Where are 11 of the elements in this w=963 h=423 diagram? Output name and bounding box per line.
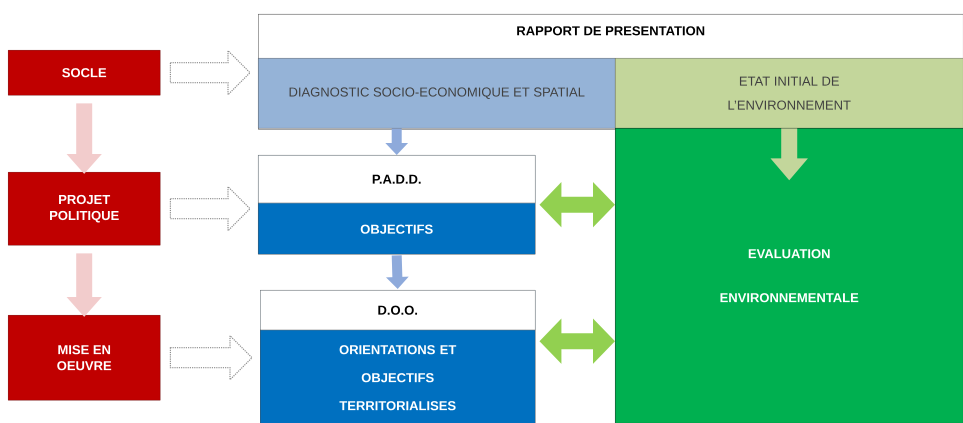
section-box: ETAT INITIAL DE L’ENVIRONNEMENT bbox=[615, 58, 963, 128]
evaluation-box: EVALUATION ENVIRONNEMENTALE bbox=[615, 128, 963, 423]
hollow-arrow bbox=[170, 49, 251, 96]
step-box: PROJET POLITIQUE bbox=[8, 172, 160, 246]
document-box: P.A.D.D. OBJECTIFS bbox=[258, 155, 536, 254]
hollow-arrow bbox=[170, 334, 253, 382]
step-box: SOCLE bbox=[8, 50, 160, 96]
section-box: DIAGNOSTIC SOCIO-ECONOMIQUE ET SPATIAL bbox=[258, 58, 616, 128]
hollow-arrow bbox=[170, 185, 251, 232]
document-box: D.O.O. ORIENTATIONS ET OBJECTIFS TERRITORIALISES bbox=[260, 290, 536, 423]
step-box: MISE EN OEUVRE bbox=[8, 315, 160, 400]
